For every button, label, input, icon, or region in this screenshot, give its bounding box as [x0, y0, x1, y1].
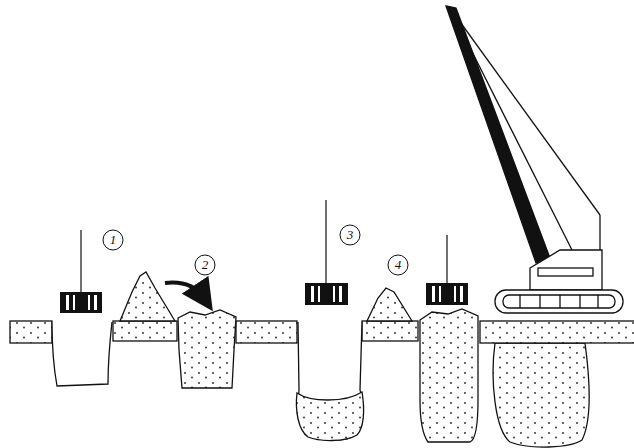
callout-number: 1: [103, 230, 123, 250]
cable: [325, 200, 326, 283]
backfill: [178, 310, 236, 388]
pounder: [305, 283, 348, 305]
crater: [52, 322, 112, 386]
callout-circle: [388, 255, 408, 275]
crater-backfill: [296, 392, 363, 441]
ground-band: [236, 321, 297, 343]
ground-band: [480, 321, 634, 343]
ground-band: [362, 321, 418, 341]
callout-number: 2: [195, 255, 215, 275]
spoil-heap: [120, 272, 175, 321]
callout-circle: [340, 225, 360, 245]
callout-circle: [103, 230, 123, 250]
pounder: [60, 292, 102, 313]
callout-circle: [195, 255, 215, 275]
transfer-arrow: [165, 283, 204, 298]
spoil-heap: [367, 288, 412, 321]
compacted-column: [493, 343, 589, 447]
backfill: [420, 309, 478, 442]
ground-band: [113, 321, 177, 341]
callout-number: 4: [388, 255, 408, 275]
pounder: [426, 283, 468, 305]
callout-number: 3: [340, 225, 360, 245]
cable: [80, 230, 81, 292]
cable: [446, 235, 447, 283]
crawler-crane: [446, 6, 623, 313]
ground-band: [10, 321, 52, 343]
